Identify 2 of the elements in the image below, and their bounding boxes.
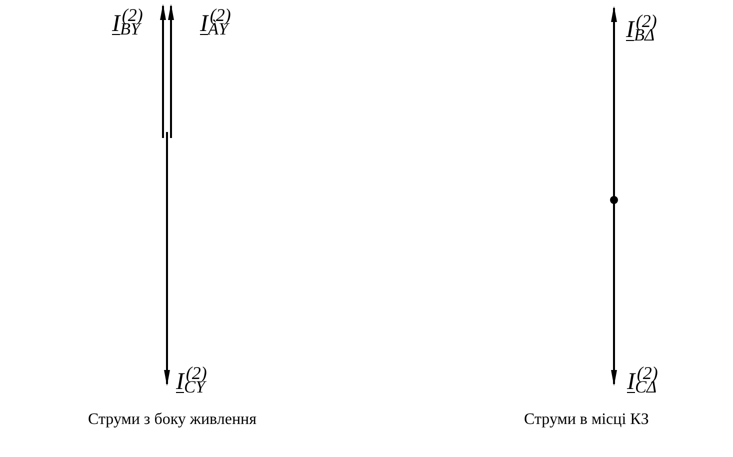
diagram-caption: Струми в місці КЗ bbox=[524, 411, 649, 429]
diagram-caption: Струми з боку живлення bbox=[88, 411, 256, 429]
